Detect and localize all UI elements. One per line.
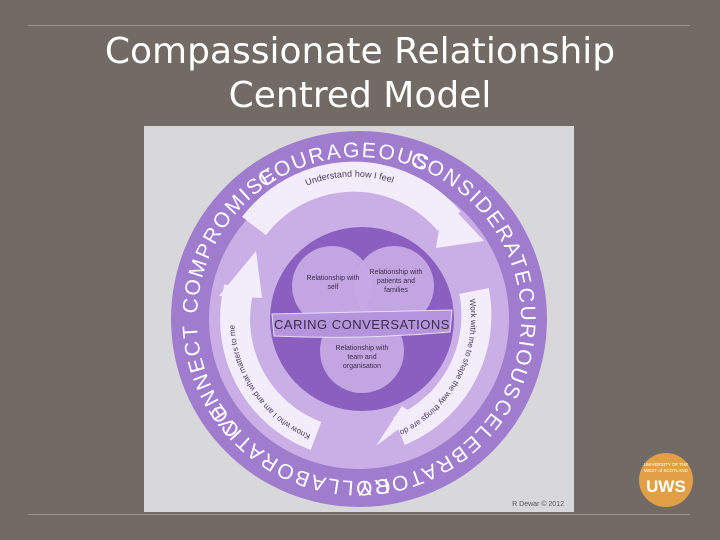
credit-text: R Dewar © 2012 xyxy=(512,500,564,508)
label-self: Relationship with self xyxy=(306,275,360,291)
logo-big-text: UWS xyxy=(646,477,686,496)
arrow-top-head xyxy=(436,198,484,248)
logo-small-text-1: UNIVERSITY OF THE xyxy=(644,462,689,467)
logo-small-text-2: WEST of SCOTLAND xyxy=(644,468,688,473)
circle-self xyxy=(292,246,372,326)
slide-title: Compassionate Relationship Centred Model xyxy=(0,30,720,118)
center-banner-text: CARING CONVERSATIONS xyxy=(274,317,450,332)
arrow-top xyxy=(242,161,461,236)
title-line-2: Centred Model xyxy=(228,75,492,116)
arrow-right-head xyxy=(376,406,416,446)
circle-patients xyxy=(354,246,434,326)
bottom-rule xyxy=(28,514,690,515)
arrow-left-head xyxy=(219,251,262,298)
center-banner xyxy=(271,309,453,338)
label-patients: Relationship with patients and families xyxy=(369,269,423,294)
arrow-right xyxy=(392,288,492,445)
cycle-arrows xyxy=(219,161,492,451)
label-team: Relationship with team and organisation xyxy=(335,345,389,370)
model-diagram: COMPROMISE COURAGEOUS CONSIDERATE CURIOU… xyxy=(144,126,574,512)
uws-logo: UNIVERSITY OF THE WEST of SCOTLAND UWS xyxy=(639,453,693,507)
arrow-left xyxy=(220,284,322,451)
title-line-1: Compassionate Relationship xyxy=(104,31,616,72)
top-rule xyxy=(28,25,690,26)
